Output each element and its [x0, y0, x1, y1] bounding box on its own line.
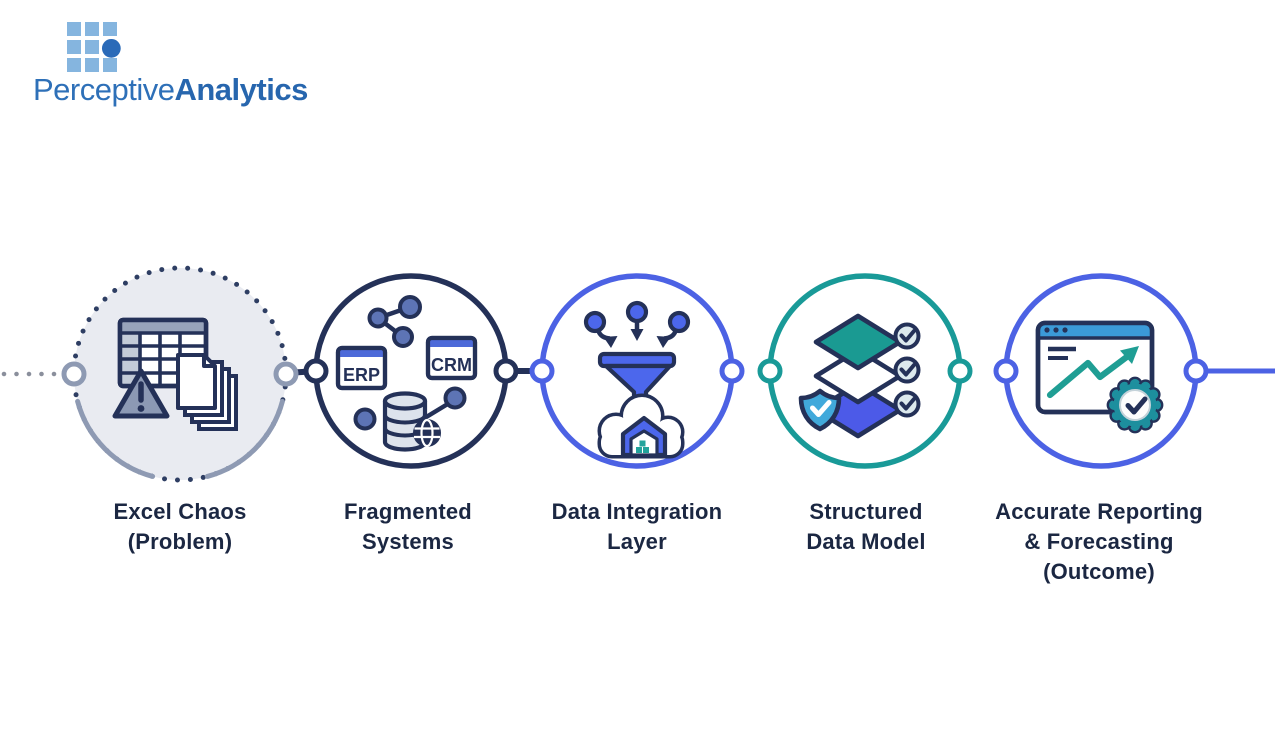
connector-node: [757, 358, 783, 384]
logo-square: [67, 58, 81, 72]
logo-dot-icon: [101, 38, 121, 58]
funnel-inputs-icon: [583, 300, 691, 348]
step-label-accurate-reporting: Accurate Reporting & Forecasting (Outcom…: [959, 497, 1239, 587]
label-line: Fragmented: [344, 499, 472, 524]
fragmented-systems-icon: ERP CRM: [335, 295, 478, 452]
connector-node: [719, 358, 745, 384]
logo-square: [103, 58, 117, 72]
trend-arrowhead: [1120, 346, 1139, 364]
shield-check-icon: [798, 388, 842, 432]
logo-square: [67, 22, 81, 36]
verified-rosette-icon: [1106, 376, 1164, 434]
connector-node: [61, 361, 87, 387]
cloud-warehouse-icon: [597, 393, 685, 459]
connector-node: [493, 358, 519, 384]
connector-node: [303, 358, 329, 384]
small-node-icon: [353, 407, 377, 431]
step-label-fragmented-systems: Fragmented Systems: [268, 497, 548, 557]
connector-node: [1183, 358, 1209, 384]
logo-grid-icon: [67, 22, 121, 72]
layered-data-checks-icon: [798, 313, 921, 439]
report-chart-badge-icon: [1035, 320, 1164, 434]
label-line: & Forecasting: [1024, 529, 1174, 554]
connector-nodes: [61, 358, 1209, 387]
crm-window-icon: CRM: [425, 335, 478, 381]
step-label-data-integration: Data Integration Layer: [497, 497, 777, 557]
connector-node: [529, 358, 555, 384]
funnel-cloud-warehouse-icon: [583, 300, 691, 459]
document-stack-icon: [176, 353, 238, 431]
logo-square: [85, 40, 99, 54]
connector-node: [993, 358, 1019, 384]
layer-middle-white: [813, 347, 903, 405]
growth-trend-line: [1046, 352, 1132, 399]
erp-window-icon: ERP: [335, 345, 388, 391]
crm-label: CRM: [431, 355, 472, 375]
check-badges: [893, 322, 921, 418]
label-line: Data Integration: [551, 499, 723, 524]
share-nodes-icon: [367, 295, 422, 348]
label-line: Data Model: [806, 529, 926, 554]
label-line: Accurate Reporting: [995, 499, 1203, 524]
warning-triangle-icon: [112, 368, 170, 419]
connector-node: [947, 358, 973, 384]
logo-square: [85, 22, 99, 36]
label-line: (Outcome): [1043, 559, 1155, 584]
step-label-excel-chaos: Excel Chaos (Problem): [40, 497, 320, 557]
brand-name-regular: Perceptive: [33, 72, 175, 107]
logo-square: [103, 22, 117, 36]
excel-spreadsheet-warning-icon: [112, 317, 238, 431]
step-label-structured-data-model: Structured Data Model: [726, 497, 1006, 557]
connector-node: [273, 361, 299, 387]
perceptive-analytics-logo: PerceptiveAnalytics: [0, 0, 340, 120]
label-line: (Problem): [127, 529, 233, 554]
logo-square: [67, 40, 81, 54]
erp-label: ERP: [343, 365, 380, 385]
label-line: Systems: [362, 529, 454, 554]
label-line: Excel Chaos: [113, 499, 247, 524]
brand-name-bold: Analytics: [174, 72, 308, 107]
logo-wordmark: PerceptiveAnalytics: [33, 72, 308, 108]
logo-square: [85, 58, 99, 72]
layer-top-teal: [813, 313, 903, 371]
database-globe-icon: [382, 386, 467, 452]
label-line: Structured: [809, 499, 923, 524]
label-line: Layer: [607, 529, 667, 554]
